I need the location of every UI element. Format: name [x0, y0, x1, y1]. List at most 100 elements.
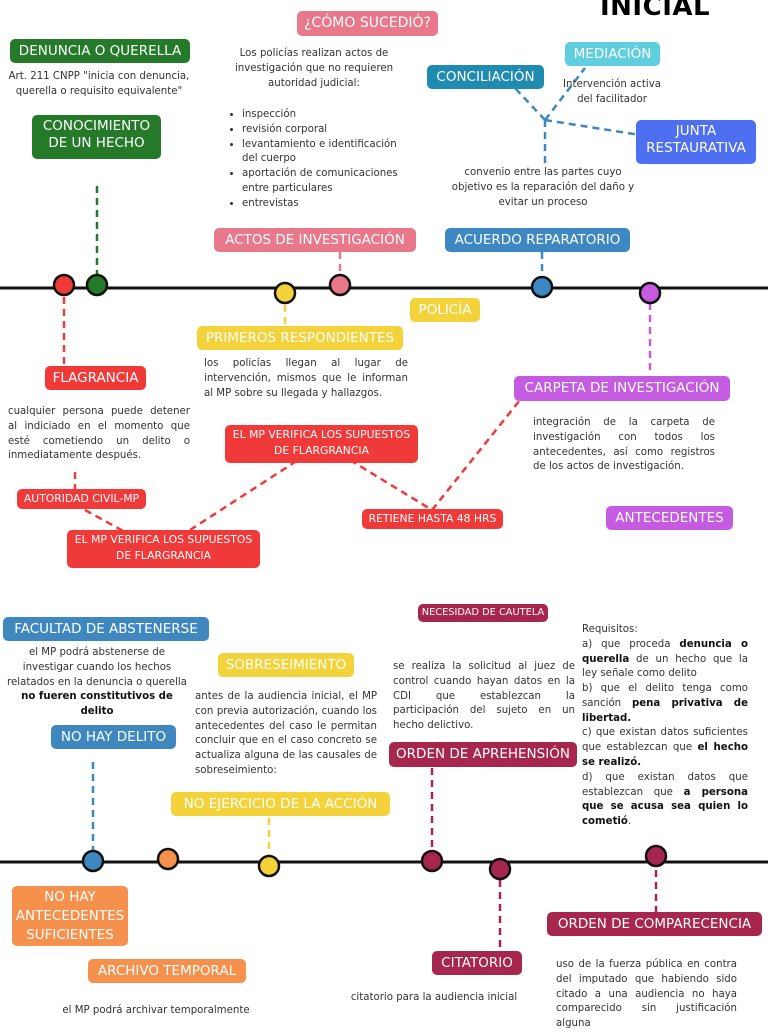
flagrancia-text: cualquier persona puede detener al indic…: [8, 406, 190, 462]
tag-line: RESTAURATIVA: [646, 139, 746, 156]
tag-label: ORDEN DE APREHENSIÓN: [396, 746, 570, 762]
sobreseimiento-text: antes de la audiencia inicial, el MP con…: [195, 691, 377, 776]
tag-label: SOBRESEIMIENTO: [225, 657, 347, 673]
tag-actos-investigacion: ACTOS DE INVESTIGACIÓN: [214, 228, 416, 252]
tag-label: FLAGRANCIA: [52, 370, 139, 386]
node-comparecencia: [644, 844, 668, 868]
req-text: a) que proceda: [582, 638, 680, 650]
facultad-text: el MP podrá abstenerse de investigar cua…: [3, 646, 191, 720]
requisitos-text: Requisitos: a) que proceda denuncia o qu…: [582, 623, 748, 830]
connector-verifica1-retiene: [349, 458, 433, 512]
tag-conocimiento-hecho: CONOCIMIENTO DE UN HECHO: [32, 115, 161, 159]
citatorio-text: citatorio para la audiencia inicial: [350, 992, 518, 1003]
necesidad-text: se realiza la solicitud al juez de contr…: [393, 661, 575, 732]
tag-line: JUNTA: [675, 123, 717, 139]
tag-mediacion: MEDIACIÓN: [565, 42, 660, 66]
tag-label: CITATORIO: [441, 955, 513, 971]
tag-label: NO EJERCICIO DE LA ACCIÓN: [183, 796, 378, 812]
tag-label: NECESIDAD DE CAUTELA: [421, 607, 545, 618]
archivo-text: el MP podrá archivar temporalmente: [62, 1005, 250, 1016]
tag-retiene-48: RETIENE HASTA 48 HRS: [362, 509, 503, 529]
node-actos: [328, 273, 352, 297]
tag-conciliacion: CONCILIACIÓN: [427, 65, 544, 89]
tag-line: CONOCIMIENTO: [42, 118, 151, 134]
tag-necesidad-cautela: NECESIDAD DE CAUTELA: [418, 604, 548, 622]
connector-autoridad-verifica2: [84, 508, 126, 534]
list-item: aportación de comunicaciones entre parti…: [242, 167, 403, 197]
tag-label: ANTECEDENTES: [615, 510, 724, 526]
tag-primeros-respondientes: PRIMEROS RESPONDIENTES: [197, 326, 403, 350]
tag-denuncia-querella: DENUNCIA O QUERELLA: [10, 39, 190, 63]
connector-verifica2-verifica1: [189, 460, 296, 532]
tag-no-hay-delito: NO HAY DELITO: [51, 725, 176, 749]
tag-carpeta-investigacion: CARPETA DE INVESTIGACIÓN: [514, 376, 730, 401]
tag-orden-comparecencia: ORDEN DE COMPARECENCIA: [547, 912, 762, 936]
req-text: .: [627, 816, 632, 828]
req-text: b) que el delito tenga como sanción: [582, 683, 748, 709]
tag-line: NO HAY: [44, 889, 96, 905]
tag-label: POLICÍA: [418, 302, 472, 318]
tag-label: ARCHIVO TEMPORAL: [97, 963, 237, 979]
tag-line: DE FLARGRANCIA: [274, 444, 369, 458]
tag-label: ORDEN DE COMPARECENCIA: [557, 916, 752, 932]
req-bold: el hecho se realizó.: [582, 742, 749, 769]
requisito-b: b) que el delito tenga como sanción pena…: [582, 682, 748, 726]
req-bold: denuncia o querella: [582, 638, 748, 665]
tag-flagrancia: FLAGRANCIA: [45, 366, 146, 390]
tag-label: MEDIACIÓN: [573, 46, 652, 62]
tag-label: FACULTAD DE ABSTENERSE: [14, 621, 198, 637]
tag-facultad-abstenerse: FACULTAD DE ABSTENERSE: [3, 617, 209, 641]
tag-line: EL MP VERIFICA LOS SUPUESTOS: [74, 533, 253, 546]
node-flagrancia: [52, 273, 76, 297]
node-no-ejercicio: [257, 854, 281, 878]
req-text: c) que existan datos suficientes que est…: [582, 727, 748, 754]
tag-label: RETIENE HASTA 48 HRS: [368, 512, 497, 525]
denuncia-text: Art. 211 CNPP "inicia con denuncia, quer…: [8, 71, 190, 97]
node-acuerdo: [530, 275, 554, 299]
tag-line: DE FLARGRANCIA: [116, 549, 211, 563]
tag-no-hay-antecedentes: NO HAY ANTECEDENTES SUFICIENTES: [12, 886, 128, 946]
tag-mp-verifica-2: EL MP VERIFICA LOS SUPUESTOS DE FLARGRAN…: [67, 530, 260, 568]
req-bold: a persona que se acusa sea quien lo come…: [582, 786, 748, 828]
node-archivo: [156, 847, 180, 871]
list-item: levantamiento e identificación del cuerp…: [242, 138, 403, 168]
node-citatorio: [488, 857, 512, 881]
carpeta-text: integración de la carpeta de investigaci…: [533, 417, 715, 473]
comparecencia-text: uso de la fuerza pública en contra del i…: [556, 959, 737, 1030]
como-list: inspección revisión corporal levantamien…: [228, 108, 403, 211]
requisito-d: d) que existan datos que establezcan que…: [582, 771, 748, 830]
tag-acuerdo-reparatorio: ACUERDO REPARATORIO: [445, 228, 630, 252]
connector-retiene-carpeta: [431, 399, 521, 511]
primeros-text: los policías llegan al lugar de interven…: [204, 358, 408, 399]
node-aprehension: [420, 849, 444, 873]
req-text: de un hecho que la ley señale como delit…: [582, 653, 748, 680]
connector-mediacion: [544, 67, 586, 121]
tag-orden-aprehension: ORDEN DE APREHENSIÓN: [389, 742, 577, 767]
connector-junta: [544, 118, 641, 137]
tag-label: ACUERDO REPARATORIO: [454, 232, 621, 248]
como-intro: Los policías realizan actos de investiga…: [234, 48, 394, 89]
page-title: INICIAL: [600, 0, 711, 22]
facultad-text-bold: no fueren constitutivos de delito: [21, 691, 173, 718]
tag-label: ACTOS DE INVESTIGACIÓN: [225, 232, 405, 248]
tag-citatorio: CITATORIO: [432, 951, 522, 975]
tag-label: DENUNCIA O QUERELLA: [18, 43, 182, 59]
node-carpeta: [638, 281, 662, 305]
tag-label: CONCILIACIÓN: [436, 69, 535, 85]
tag-label: PRIMEROS RESPONDIENTES: [205, 330, 395, 346]
tag-label: NO HAY DELITO: [60, 729, 167, 745]
tag-line: EL MP VERIFICA LOS SUPUESTOS: [232, 428, 411, 441]
tag-label: ¿CÓMO SUCEDIÓ?: [304, 15, 431, 31]
facultad-text-plain: el MP podrá abstenerse de investigar cua…: [7, 647, 187, 688]
tag-no-ejercicio: NO EJERCICIO DE LA ACCIÓN: [171, 792, 390, 816]
list-item: entrevistas: [242, 197, 403, 212]
node-no-delito: [81, 849, 105, 873]
tag-autoridad-civil: AUTORIDAD CIVIL-MP: [17, 489, 146, 509]
tag-line: ANTECEDENTES: [15, 907, 125, 924]
tag-sobreseimiento: SOBRESEIMIENTO: [218, 653, 354, 677]
tag-label: AUTORIDAD CIVIL-MP: [23, 492, 140, 505]
tag-junta-restaurativa: JUNTA RESTAURATIVA: [636, 120, 756, 164]
tag-line: DE UN HECHO: [48, 134, 145, 151]
requisitos-heading: Requisitos:: [582, 624, 638, 635]
